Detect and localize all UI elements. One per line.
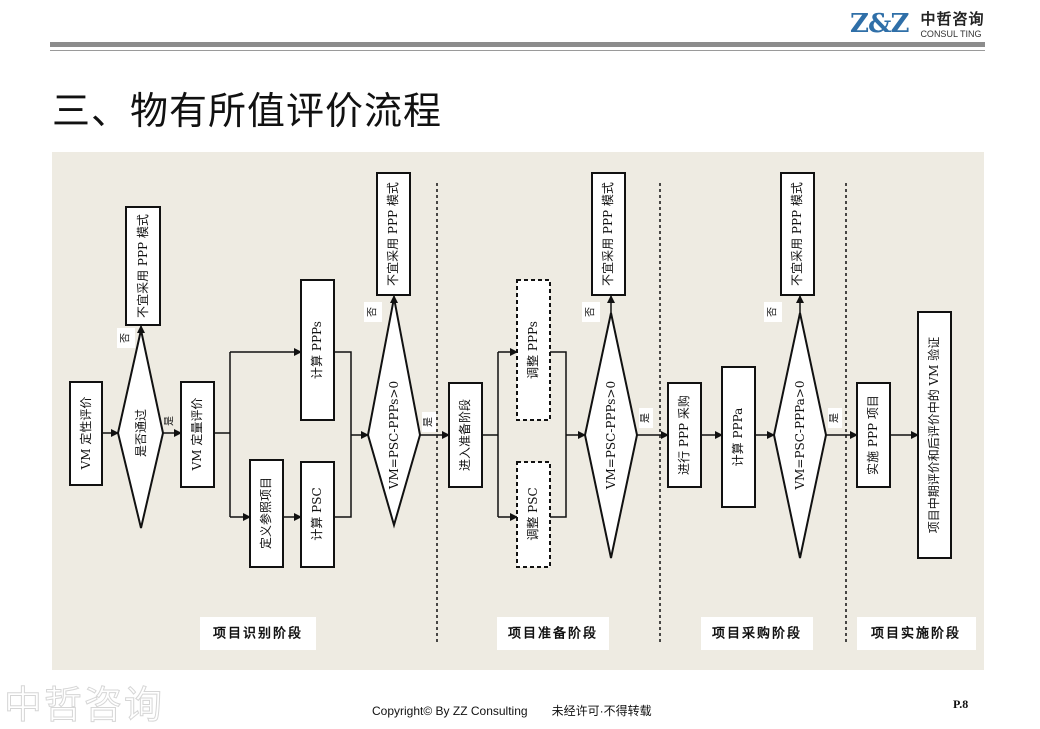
- text-not-suitable: 不宜采用 PPP 模式: [600, 182, 615, 286]
- page-title: 三、物有所值评价流程: [52, 89, 443, 133]
- label-yes: 是: [829, 413, 841, 423]
- label-yes: 是: [423, 417, 435, 427]
- box-adjust-ppps: [516, 279, 551, 421]
- copyright: Copyright© By ZZ Consulting 未经许可·不得转载: [372, 702, 676, 719]
- logo-mark: Z&Z: [850, 8, 909, 39]
- phase-implementation: 项目实施阶段: [871, 626, 961, 642]
- box-adjust-psc: [516, 461, 551, 568]
- text-not-suitable: 不宜采用 PPP 模式: [789, 182, 804, 286]
- box-verify: [917, 311, 952, 559]
- box-qualitative: [69, 381, 103, 486]
- text-not-suitable: 不宜采用 PPP 模式: [385, 182, 400, 286]
- text-adjust-ppps: 调整 PPPs: [525, 321, 540, 379]
- text-calc-ppps: 计算 PPPs: [309, 321, 324, 379]
- copyright-text: Copyright© By ZZ Consulting: [372, 704, 528, 718]
- box-calc-ppps: [300, 279, 335, 421]
- text-define-ref: 定义参照项目: [258, 477, 273, 549]
- box-not-suitable: [376, 172, 411, 296]
- label-no: 否: [767, 307, 779, 317]
- box-enter-prep: [448, 382, 483, 488]
- text-adjust-psc: 调整 PSC: [525, 487, 540, 540]
- decision-vm-pppa: [772, 312, 828, 559]
- phase-identification: 项目识别阶段: [213, 626, 303, 642]
- text-calc-pppa: 计算 PPPa: [730, 408, 745, 467]
- logo-en: CONSUL TING: [920, 29, 982, 39]
- box-implement: [856, 382, 891, 488]
- header-line: [50, 50, 985, 51]
- phase-procurement: 项目采购阶段: [712, 626, 802, 642]
- text-implement: 实施 PPP 项目: [865, 395, 880, 475]
- text-calc-psc: 计算 PSC: [309, 487, 324, 540]
- text-enter-prep: 进入准备阶段: [457, 399, 472, 471]
- watermark: 中哲咨询: [3, 683, 165, 728]
- box-calc-pppa: [721, 366, 756, 508]
- text-quantitative: VM 定量评价: [189, 398, 204, 472]
- header-bar: [50, 42, 985, 47]
- phase-preparation: 项目准备阶段: [508, 626, 598, 642]
- logo-cn: 中哲咨询: [920, 10, 985, 28]
- label-yes: 是: [164, 416, 176, 426]
- box-calc-psc: [300, 461, 335, 568]
- box-not-suitable: [591, 172, 626, 296]
- box-procure: [667, 382, 702, 488]
- decision-vm-ppps-2: [583, 312, 639, 559]
- text-not-suitable: 不宜采用 PPP 模式: [135, 214, 150, 318]
- text-pass-check: 是否通过: [134, 409, 148, 457]
- label-no: 否: [120, 333, 132, 343]
- box-quantitative: [180, 381, 215, 488]
- phase-label-box: [497, 617, 609, 650]
- box-not-suitable: [125, 206, 161, 326]
- decision-pass: [116, 329, 165, 529]
- page-number: P.8: [953, 697, 969, 711]
- box-not-suitable: [780, 172, 815, 296]
- label-yes: 是: [640, 413, 652, 423]
- text-procure: 进行 PPP 采购: [676, 395, 691, 475]
- phase-label-box: [857, 617, 976, 650]
- decision-vm-ppps: [366, 297, 422, 529]
- label-no: 否: [367, 307, 379, 317]
- copyright-notice: 未经许可·不得转载: [551, 704, 652, 718]
- text-verify: 项目中期评价和后评价中的 VM 验证: [926, 337, 941, 534]
- phase-label-box: [200, 617, 316, 650]
- text-vm-ppps-2: VM=PSC-PPPs>0: [604, 381, 618, 490]
- text-vm-ppps: VM=PSC-PPPs>0: [387, 381, 401, 490]
- logo: Z&Z 中哲咨询 CONSUL TING: [850, 8, 985, 40]
- phase-label-box: [701, 617, 813, 650]
- text-qualitative: VM 定性评价: [78, 397, 93, 471]
- box-define-ref: [249, 459, 284, 568]
- text-vm-pppa: VM=PSC-PPPa>0: [793, 380, 807, 490]
- label-no: 否: [585, 307, 597, 317]
